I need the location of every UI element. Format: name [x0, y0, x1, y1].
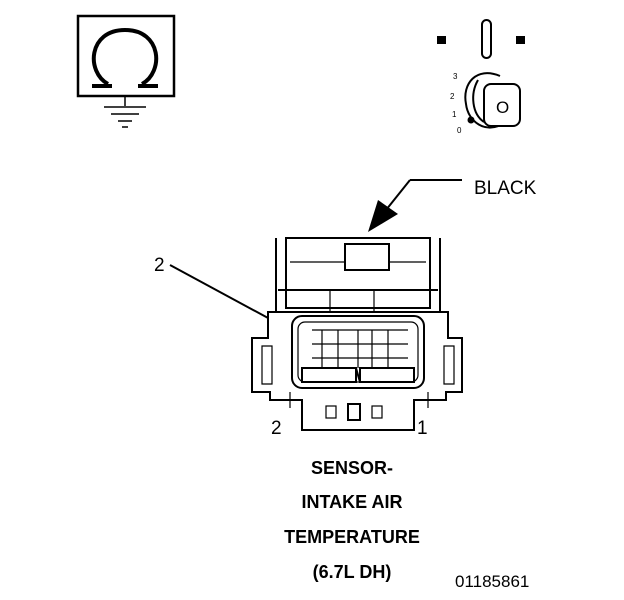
key-position-1: 1 [452, 110, 457, 119]
callout-pin-2-label: 2 [154, 255, 165, 276]
connector-face-drawing [251, 237, 463, 431]
connector-pin-2-label: 2 [271, 418, 282, 439]
caption-line-2: INTAKE AIR [302, 492, 403, 512]
figure-id: 01185861 [455, 572, 529, 591]
connector-pin-1-label: 1 [417, 418, 428, 439]
color-callout-leader [368, 179, 462, 232]
key-position-2: 2 [450, 92, 455, 101]
key-position-0: 0 [457, 126, 462, 135]
ohm-meter-ground-icon [76, 14, 176, 128]
key-face-label: O [496, 98, 509, 117]
caption-line-1: SENSOR- [311, 458, 393, 478]
ignition-key-off-icon: 3 2 1 0 O [437, 19, 525, 135]
caption-line-3: TEMPERATURE [284, 527, 420, 547]
caption-line-4: (6.7L DH) [313, 562, 392, 582]
key-position-3: 3 [453, 72, 458, 81]
connector-color-label: BLACK [474, 178, 537, 199]
